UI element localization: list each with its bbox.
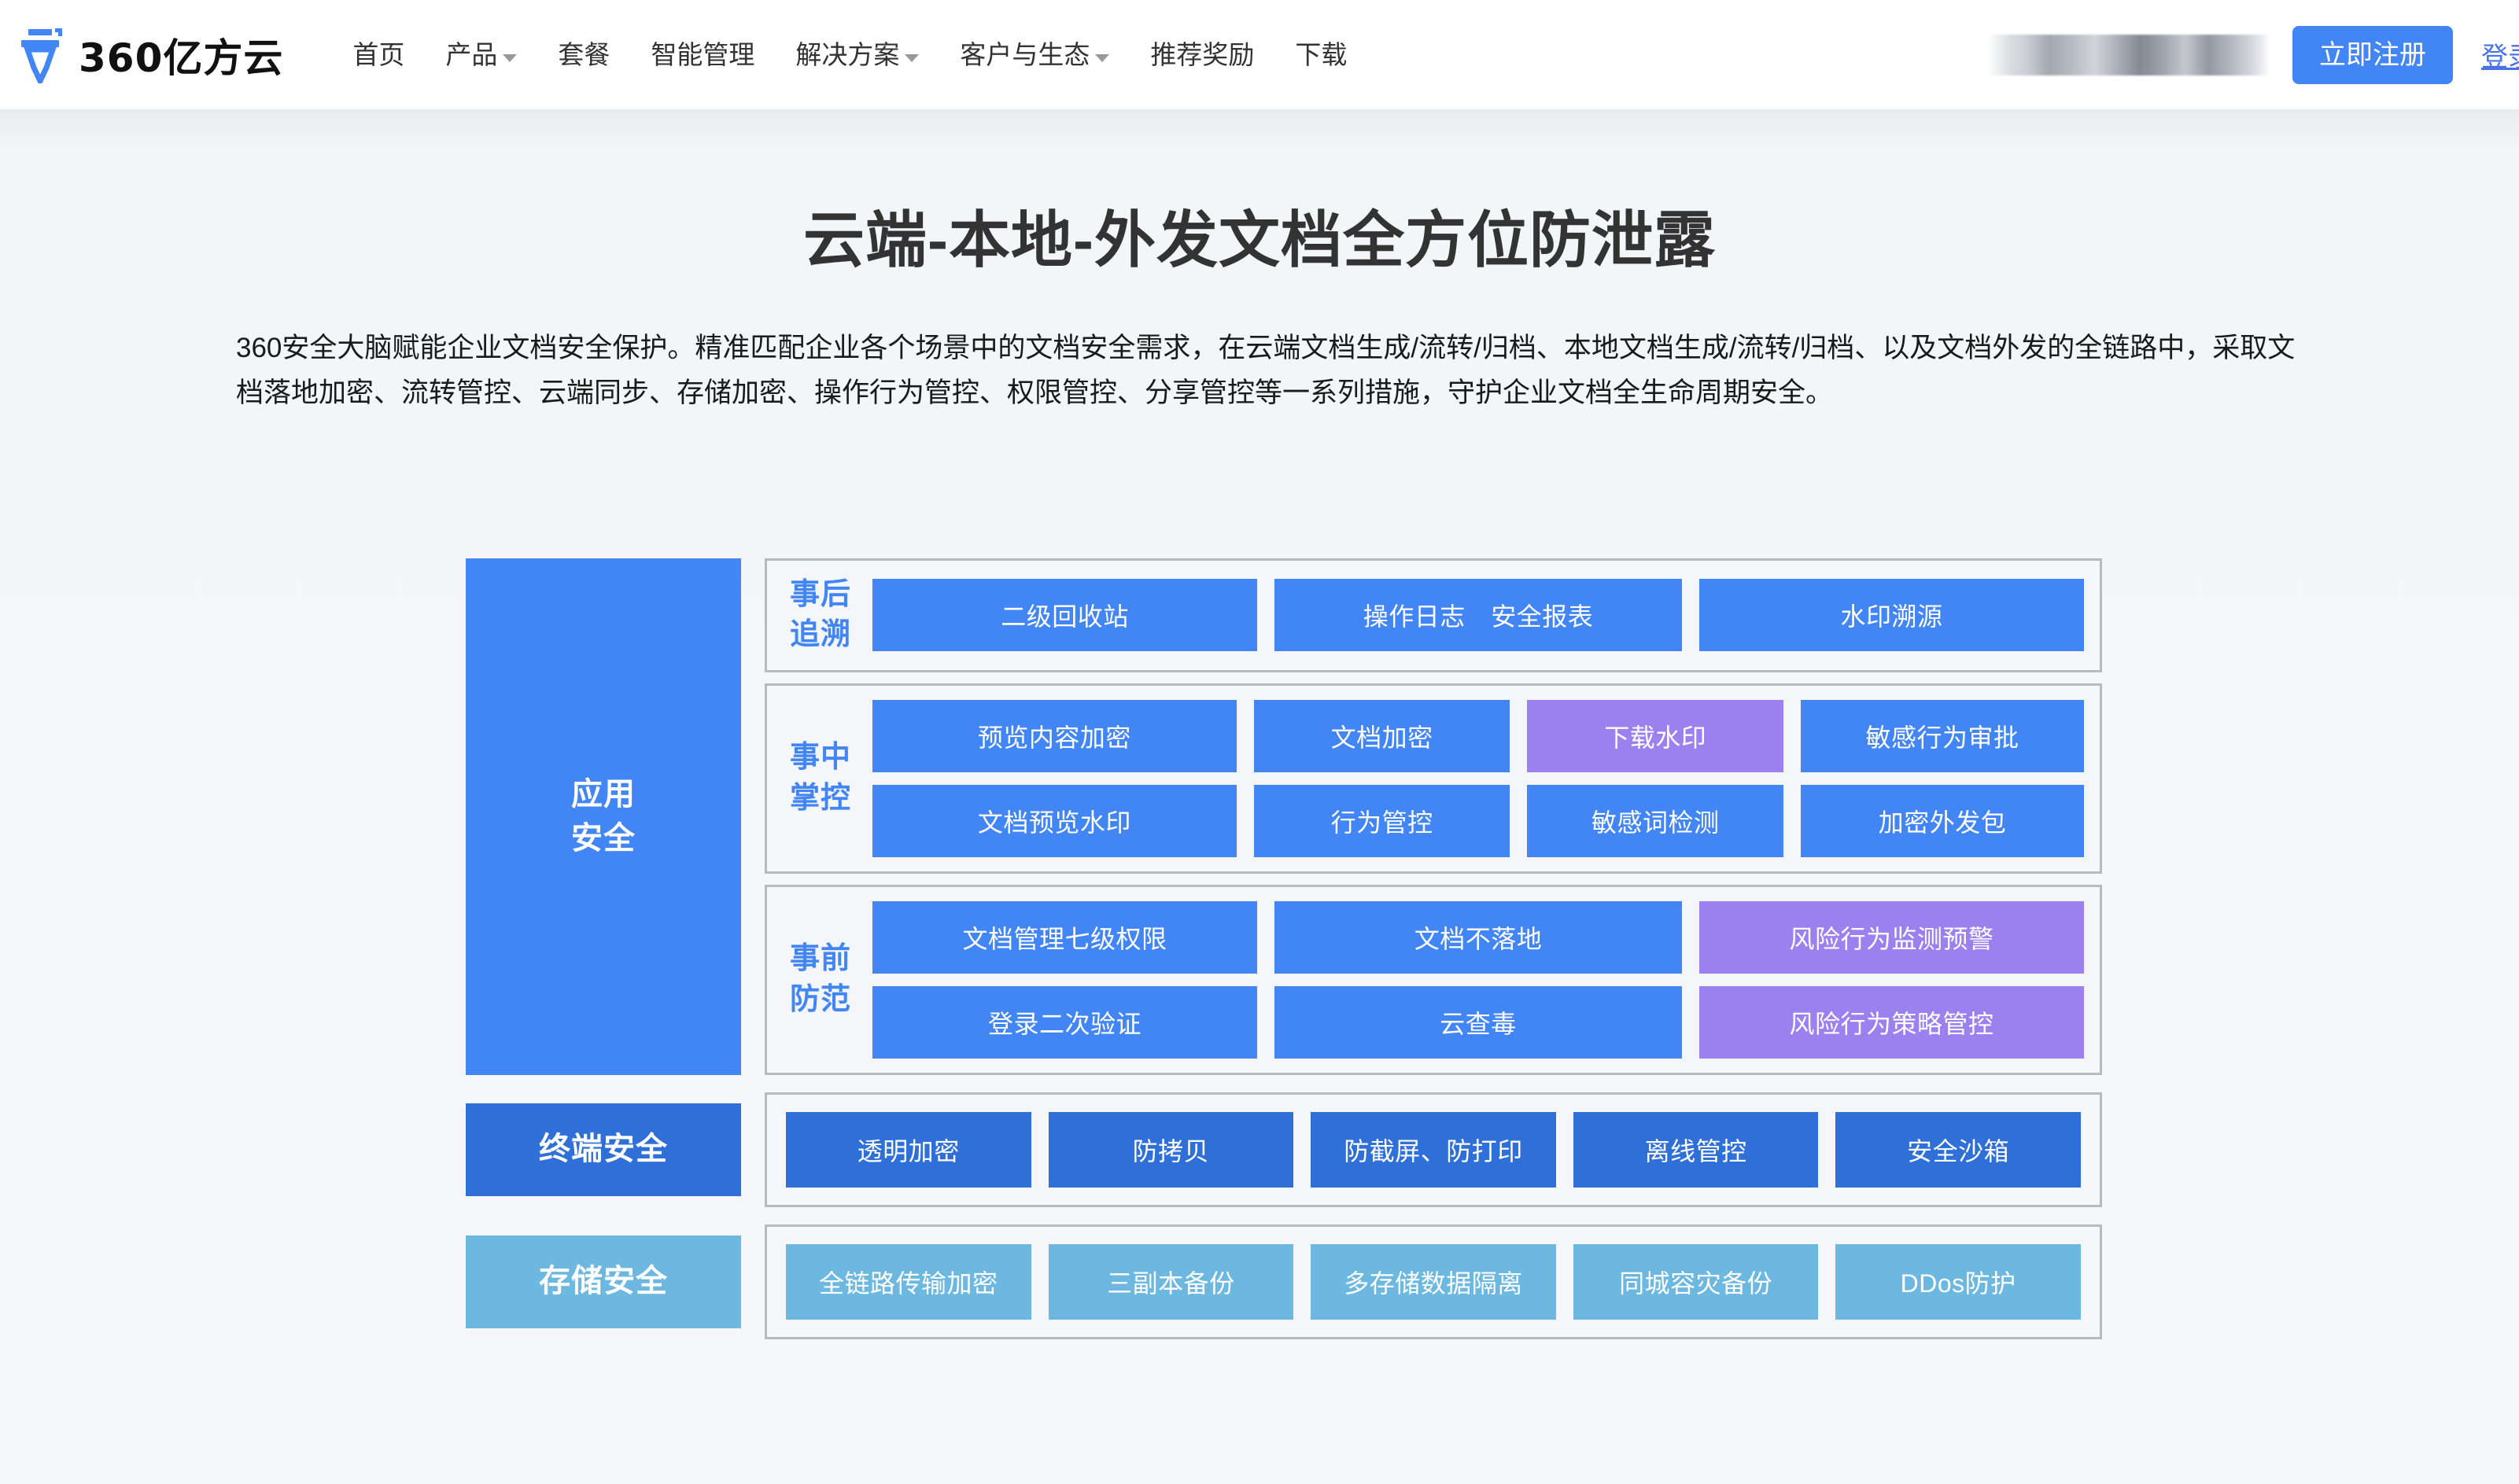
blurred-contact-info [1987,34,2270,75]
nav-item-label: 智能管理 [651,40,755,69]
tile-document-encryption[interactable]: 文档加密 [1253,699,1510,772]
register-button[interactable]: 立即注册 [2292,25,2453,84]
tile-anti-screenshot-anti-print[interactable]: 防截屏、防打印 [1311,1111,1556,1188]
app-security-label-line1: 应用 [571,776,636,812]
app-security-label-line2: 安全 [571,821,636,856]
tile-multi-storage-data-isolation[interactable]: 多存储数据隔离 [1311,1243,1556,1320]
tile-transparent-encryption[interactable]: 透明加密 [786,1111,1031,1188]
nav-item-label: 产品 [445,40,498,69]
panel-label-line2: 掌控 [789,781,851,815]
nav-item-products[interactable]: 产品 [425,0,537,109]
panel-label-line1: 事后 [789,578,851,611]
security-architecture-diagram: 应用 安全 事后 追溯 二级回收站 操作日志 安全报表 水印溯源 [466,558,2102,1339]
tile-login-two-factor-verification[interactable]: 登录二次验证 [872,985,1258,1059]
tile-sensitive-word-detection[interactable]: 敏感词检测 [1527,784,1784,857]
panel-in-process-control: 事中 掌控 预览内容加密 文档加密 下载水印 敏感行为审批 文档预览水印 行为管… [765,683,2102,874]
panel-grid: 二级回收站 操作日志 安全报表 水印溯源 [872,579,2084,652]
nav-item-label: 下载 [1295,40,1348,69]
page-title: 云端-本地-外发文档全方位防泄露 [803,205,1716,274]
tile-triple-replica-backup[interactable]: 三副本备份 [1048,1243,1294,1320]
storage-security-panel: 全链路传输加密 三副本备份 多存储数据隔离 同城容灾备份 DDos防护 [765,1224,2102,1339]
tile-offline-control[interactable]: 离线管控 [1573,1111,1819,1188]
terminal-security-label: 终端安全 [466,1103,741,1196]
panel-label-in-process: 事中 掌控 [783,738,858,819]
panel-grid: 预览内容加密 文档加密 下载水印 敏感行为审批 文档预览水印 行为管控 敏感词检… [872,699,2085,857]
nav-item-customers-ecosystem[interactable]: 客户与生态 [939,0,1130,109]
tile-cloud-antivirus[interactable]: 云查毒 [1274,985,1682,1059]
tile-operation-log-security-report[interactable]: 操作日志 安全报表 [1274,579,1682,652]
page-description: 360安全大脑赋能企业文档安全保护。精准匹配企业各个场景中的文档安全需求，在云端… [236,333,2296,408]
tile-security-sandbox[interactable]: 安全沙箱 [1835,1111,2081,1188]
tile-document-preview-watermark[interactable]: 文档预览水印 [872,784,1237,857]
chevron-down-icon [1095,53,1110,62]
nav-item-packages[interactable]: 套餐 [537,0,630,109]
tile-row: 二级回收站 操作日志 安全报表 水印溯源 [872,579,2084,652]
brand-name: 360亿方云 [79,35,284,81]
tile-preview-content-encryption[interactable]: 预览内容加密 [872,699,1237,772]
tile-row: 文档预览水印 行为管控 敏感词检测 加密外发包 [872,784,2085,857]
nav-item-home[interactable]: 首页 [332,0,425,109]
panel-label-line1: 事前 [789,942,851,976]
nav-item-label: 解决方案 [795,40,900,69]
top-navigation-bar: 360亿方云 首页 产品 套餐 智能管理 解决方案 客户与生态 推荐奖励 下载 [0,0,2519,109]
app-security-block: 应用 安全 事后 追溯 二级回收站 操作日志 安全报表 水印溯源 [466,558,2102,1075]
nav-item-download[interactable]: 下载 [1274,0,1367,109]
nav-actions: 立即注册 登录 [1987,0,2519,109]
tile-anti-copy[interactable]: 防拷贝 [1048,1111,1294,1188]
nav-menu: 首页 产品 套餐 智能管理 解决方案 客户与生态 推荐奖励 下载 [332,0,1367,109]
nav-item-label: 套餐 [558,40,610,69]
app-security-label: 应用 安全 [466,558,741,1075]
app-security-panels: 事后 追溯 二级回收站 操作日志 安全报表 水印溯源 事中 掌控 [765,558,2102,1075]
nav-item-label: 首页 [352,40,405,69]
nav-item-label: 推荐奖励 [1150,40,1255,69]
chevron-down-icon [503,53,518,62]
yifangyun-logo-icon [17,27,66,83]
tile-full-link-transport-encryption[interactable]: 全链路传输加密 [786,1243,1031,1320]
tile-same-city-disaster-backup[interactable]: 同城容灾备份 [1573,1243,1819,1320]
storage-security-label: 存储安全 [466,1235,741,1328]
panel-label-post-incident: 事后 追溯 [783,575,858,656]
tile-encrypted-outbound-package[interactable]: 加密外发包 [1801,784,2085,857]
panel-post-incident-tracing: 事后 追溯 二级回收站 操作日志 安全报表 水印溯源 [765,558,2102,672]
panel-pre-incident-prevention: 事前 防范 文档管理七级权限 文档不落地 风险行为监测预警 登录二次验证 云查毒… [765,884,2102,1075]
tile-document-seven-level-permissions[interactable]: 文档管理七级权限 [872,900,1258,974]
panel-label-pre-incident: 事前 防范 [783,939,858,1020]
terminal-security-block: 终端安全 透明加密 防拷贝 防截屏、防打印 离线管控 安全沙箱 [466,1092,2102,1207]
terminal-security-panel: 透明加密 防拷贝 防截屏、防打印 离线管控 安全沙箱 [765,1092,2102,1207]
tile-risk-behavior-policy-control[interactable]: 风险行为策略管控 [1698,985,2084,1059]
panel-label-line2: 追溯 [789,618,851,652]
tile-row: 登录二次验证 云查毒 风险行为策略管控 [872,985,2084,1059]
panel-label-line1: 事中 [789,741,851,775]
login-link[interactable]: 登录 [2481,42,2519,72]
storage-security-block: 存储安全 全链路传输加密 三副本备份 多存储数据隔离 同城容灾备份 DDos防护 [466,1224,2102,1339]
panel-label-line2: 防范 [789,982,851,1016]
panel-grid: 文档管理七级权限 文档不落地 风险行为监测预警 登录二次验证 云查毒 风险行为策… [872,900,2084,1059]
nav-item-smart-management[interactable]: 智能管理 [630,0,775,109]
nav-item-label: 客户与生态 [960,40,1090,69]
tile-secondary-recycle-bin[interactable]: 二级回收站 [872,579,1258,652]
tile-download-watermark[interactable]: 下载水印 [1527,699,1784,772]
nav-item-referral-rewards[interactable]: 推荐奖励 [1130,0,1274,109]
tile-behavior-control[interactable]: 行为管控 [1253,784,1510,857]
tile-ddos-protection[interactable]: DDos防护 [1835,1243,2081,1320]
tile-sensitive-behavior-approval[interactable]: 敏感行为审批 [1801,699,2085,772]
nav-item-solutions[interactable]: 解决方案 [775,0,939,109]
chevron-down-icon [905,53,920,62]
tile-watermark-tracing[interactable]: 水印溯源 [1698,579,2084,652]
tile-risk-behavior-monitoring-alert[interactable]: 风险行为监测预警 [1698,900,2084,974]
brand-logo[interactable]: 360亿方云 [17,27,283,83]
tile-document-no-landing[interactable]: 文档不落地 [1274,900,1682,974]
tile-row: 文档管理七级权限 文档不落地 风险行为监测预警 [872,900,2084,974]
tile-row: 预览内容加密 文档加密 下载水印 敏感行为审批 [872,699,2085,772]
